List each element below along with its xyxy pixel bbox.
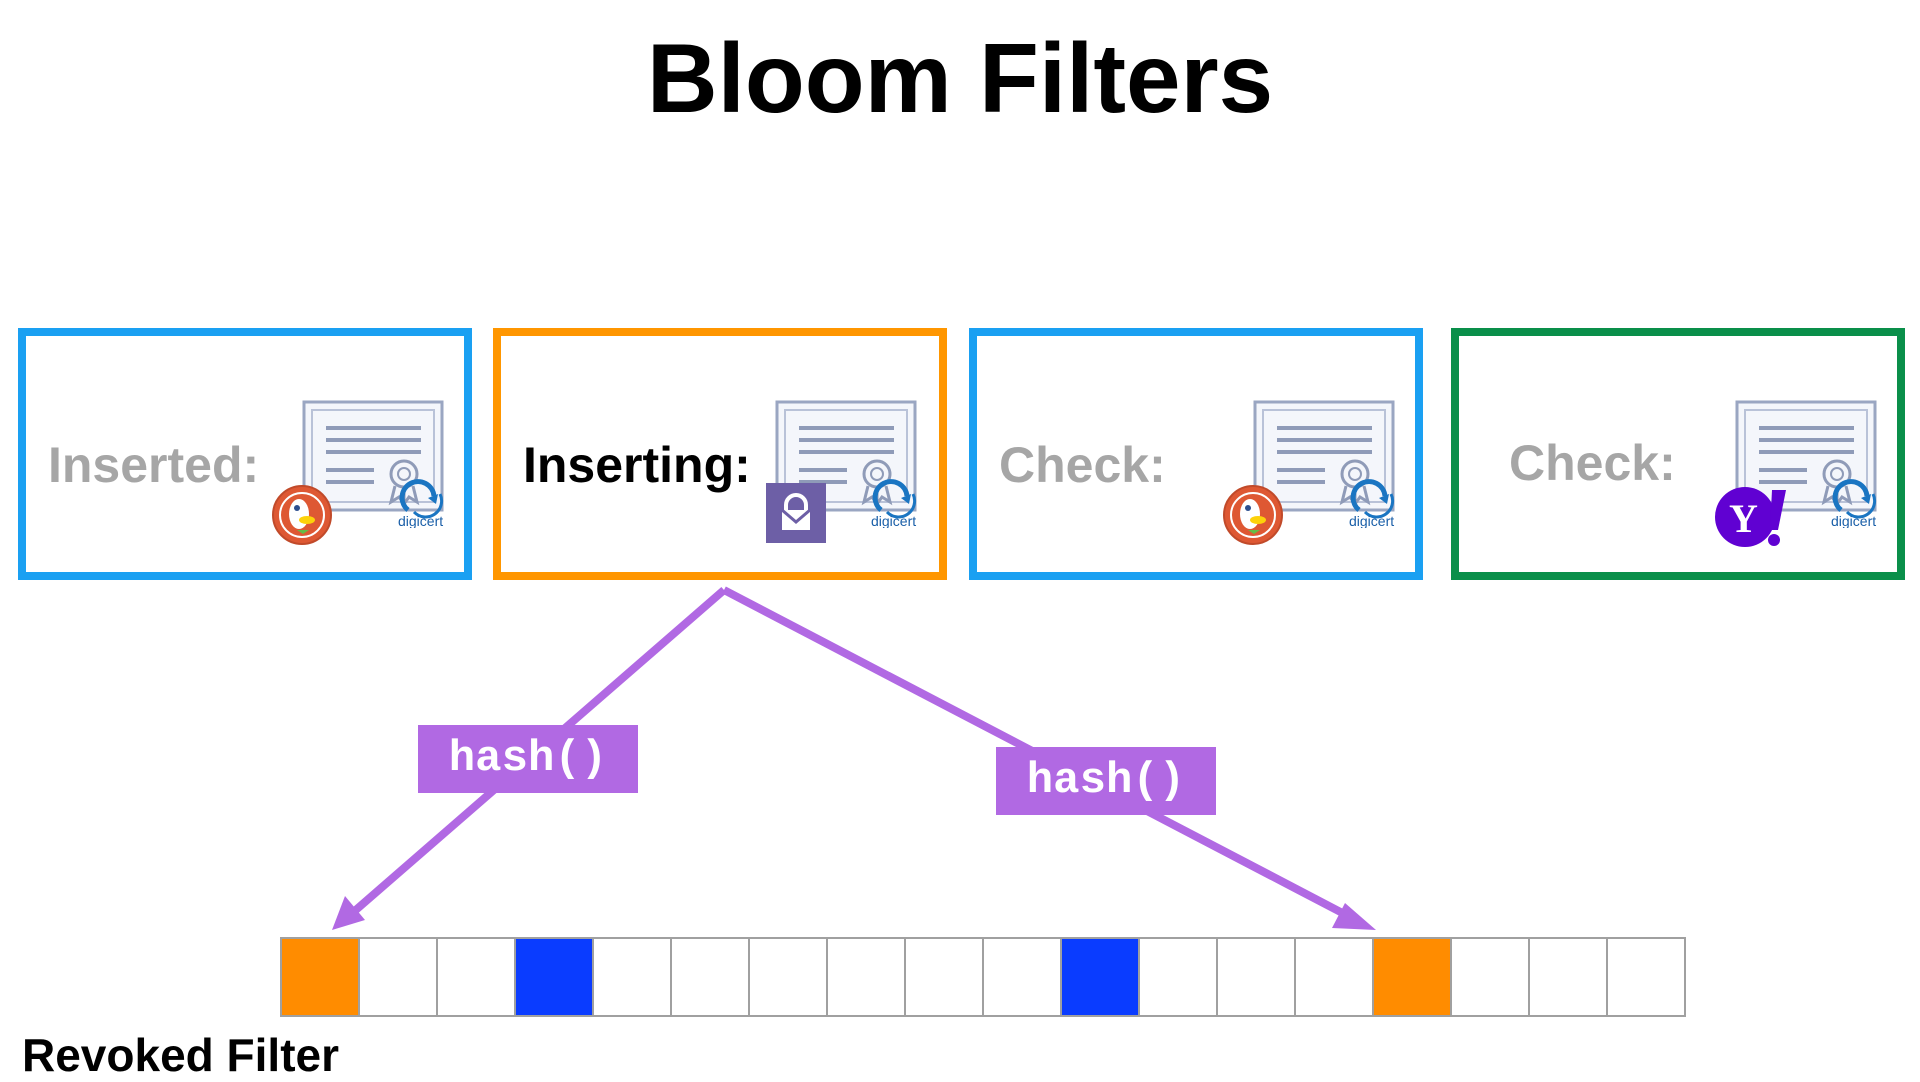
duckduckgo-logo-icon [272,485,332,545]
filter-bit-13 [1296,939,1374,1017]
filter-bit-2 [438,939,516,1017]
filter-bit-3 [516,939,594,1017]
arrowhead-left-icon [332,896,365,930]
card-inserting: Inserting: digicert [493,328,947,580]
certificate-icon: digicert [1253,400,1395,528]
filter-bit-10 [1062,939,1140,1017]
card-label: Inserting: [523,437,751,493]
card-label: Check: [1509,435,1676,491]
filter-bit-0 [282,939,360,1017]
bloom-filter-array [280,937,1686,1017]
duckduckgo-logo-icon [1223,485,1283,545]
card-inserted: Inserted: digicert [18,328,472,580]
filter-bit-12 [1218,939,1296,1017]
filter-bit-9 [984,939,1062,1017]
filter-bit-6 [750,939,828,1017]
certificate-icon: digicert [302,400,444,528]
filter-bit-1 [360,939,438,1017]
svg-text:Y: Y [1729,496,1758,541]
filter-bit-17 [1608,939,1686,1017]
card-label: Inserted: [48,437,260,493]
card-check-duckduckgo: Check: digicert [969,328,1423,580]
filter-bit-11 [1140,939,1218,1017]
protonmail-logo-icon [766,483,826,543]
filter-bit-4 [594,939,672,1017]
filter-bit-16 [1530,939,1608,1017]
arrowhead-right-icon [1332,903,1376,930]
filter-label: Revoked Filter [22,1029,339,1081]
card-label: Check: [999,437,1166,493]
hash-label-right: hash() [996,747,1216,815]
filter-bit-14 [1374,939,1452,1017]
certificate-icon: digicert [1735,400,1877,528]
digicert-text: digicert [871,513,916,528]
digicert-text: digicert [1349,513,1394,528]
yahoo-logo-icon: Y [1715,487,1786,547]
hash-label-left: hash() [418,725,638,793]
slide-title: Bloom Filters [646,23,1274,133]
filter-bit-8 [906,939,984,1017]
filter-bit-7 [828,939,906,1017]
filter-bit-5 [672,939,750,1017]
digicert-text: digicert [1831,513,1876,528]
filter-bit-15 [1452,939,1530,1017]
digicert-text: digicert [398,513,443,528]
card-check-yahoo: Check: digicert Y [1451,328,1905,580]
